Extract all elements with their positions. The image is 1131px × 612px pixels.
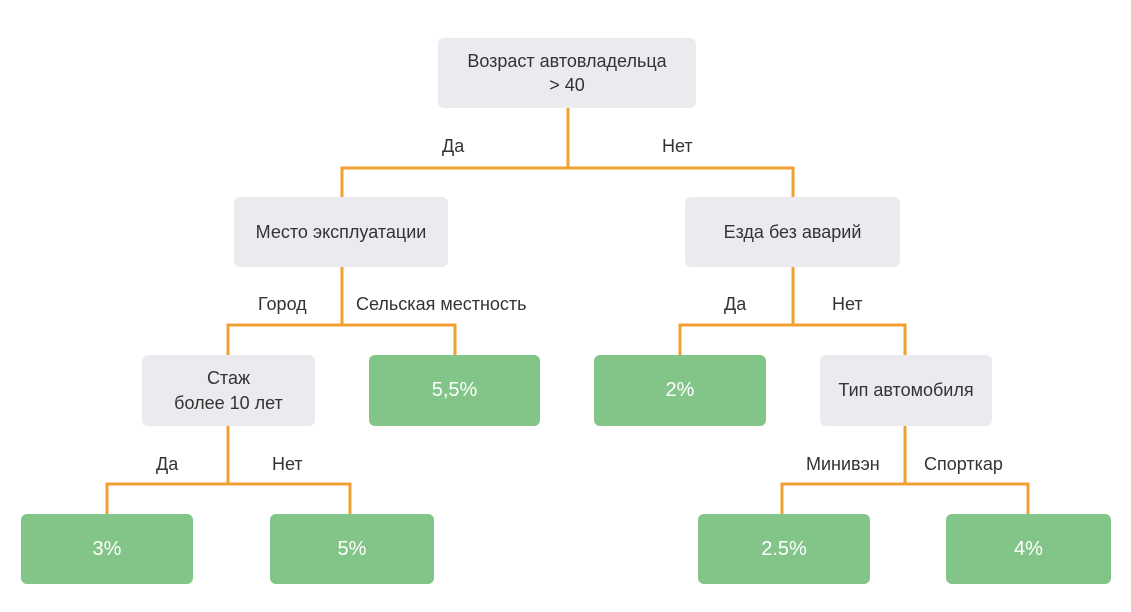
edge-label-experience-no: Нет — [272, 454, 303, 474]
node-owner-age: Возраст автовладельца > 40 — [438, 38, 696, 108]
node-accident-free: Езда без аварий — [685, 197, 900, 267]
leaf-experienced-rate: 3% — [21, 514, 193, 584]
leaf-inexperienced-rate-value: 5% — [337, 537, 367, 560]
edge-label-rural: Сельская местность — [356, 294, 527, 314]
edge-label-accident-free-no: Нет — [832, 294, 863, 314]
leaf-experienced-rate-value: 3% — [92, 537, 122, 560]
node-driving-experience: Стаж более 10 лет — [142, 355, 315, 426]
leaf-inexperienced-rate: 5% — [270, 514, 434, 584]
node-car-type-label: Тип автомобиля — [838, 380, 974, 401]
leaf-rural-rate: 5,5% — [369, 355, 540, 426]
leaf-accident-free-rate: 2% — [594, 355, 766, 426]
node-driving-experience-label: Стаж более 10 лет — [174, 368, 283, 413]
edge-label-minivan: Минивэн — [806, 454, 880, 474]
leaf-accident-free-rate-value: 2% — [665, 379, 695, 401]
node-operating-location-label: Место эксплуатации — [255, 221, 427, 242]
connector-car-type-bar — [780, 482, 1030, 514]
leaf-minivan-rate: 2.5% — [698, 514, 870, 584]
edge-label-root-no: Нет — [662, 136, 693, 156]
leaf-sportscar-rate-value: 4% — [1014, 537, 1043, 560]
node-car-type: Тип автомобиля — [820, 355, 992, 426]
connector-no-accidents-bar — [678, 323, 907, 355]
connector-location-bar — [226, 323, 457, 355]
edge-label-city: Город — [258, 294, 307, 314]
edge-label-sportscar: Спорткар — [924, 454, 1003, 474]
leaf-minivan-rate-value: 2.5% — [761, 537, 807, 560]
connector-root-bar — [340, 166, 795, 197]
leaf-rural-rate-value: 5,5% — [431, 379, 478, 401]
node-owner-age-label: Возраст автовладельца > 40 — [467, 50, 667, 95]
connector-experience-bar — [105, 482, 352, 514]
node-operating-location: Место эксплуатации — [234, 197, 448, 267]
leaf-sportscar-rate: 4% — [946, 514, 1111, 584]
edge-label-root-yes: Да — [442, 136, 465, 156]
edge-label-accident-free-yes: Да — [724, 294, 747, 314]
node-accident-free-label: Езда без аварий — [723, 221, 862, 242]
edge-label-experience-yes: Да — [156, 454, 179, 474]
